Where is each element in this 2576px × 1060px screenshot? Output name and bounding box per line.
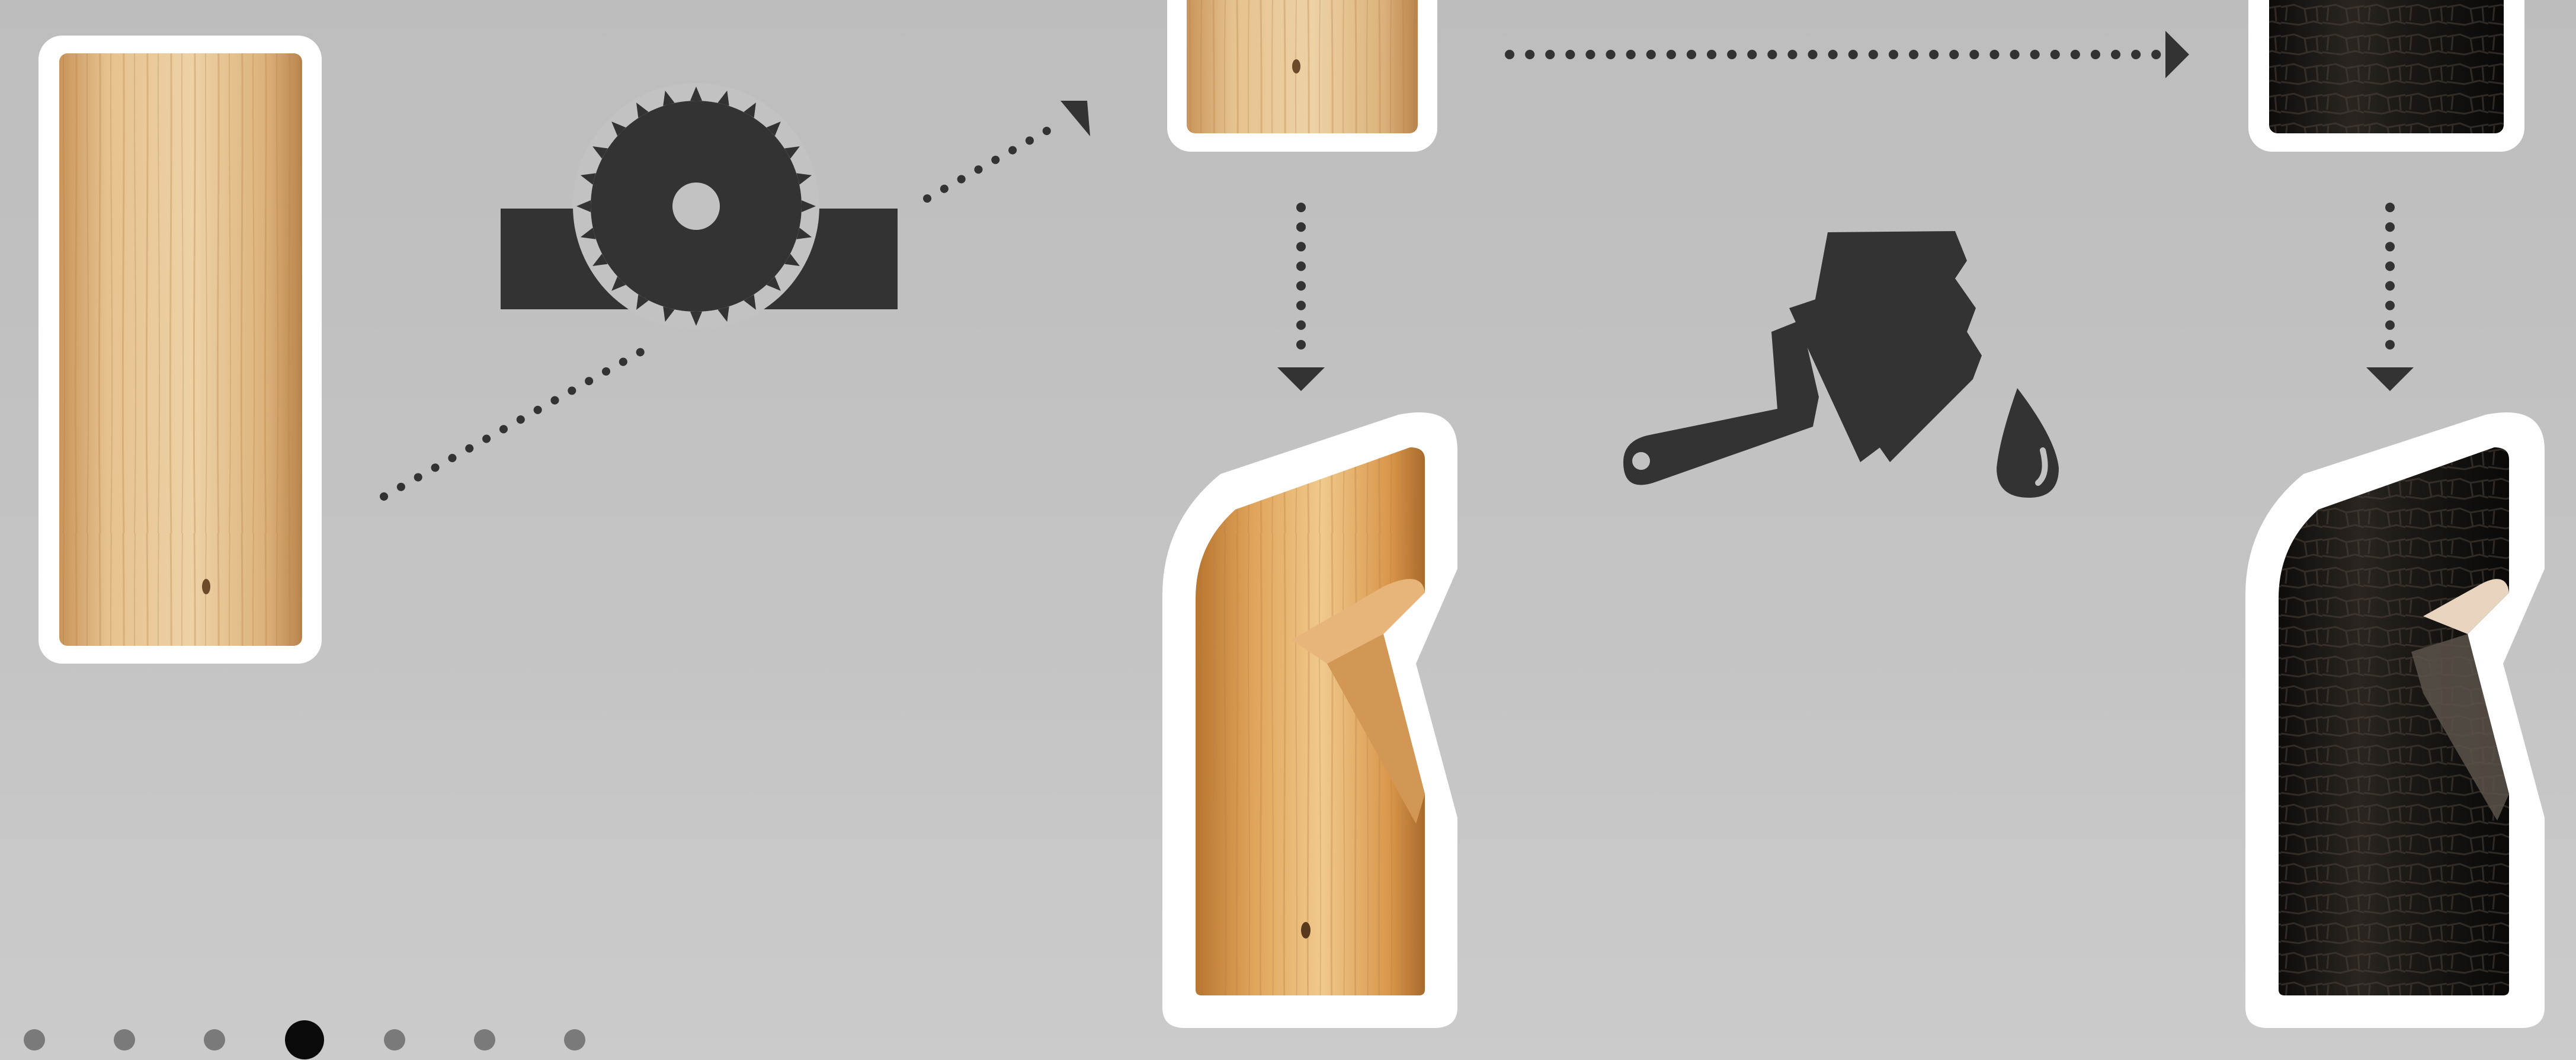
cut-log-top [1167,0,1437,152]
wood-knot [1292,59,1300,73]
carousel-dot-2[interactable] [114,1029,135,1051]
circular-saw-icon [501,83,898,329]
carousel-dot-1[interactable] [24,1029,45,1051]
paint-brush-icon [1623,231,2059,498]
carousel-dot-3[interactable] [204,1029,225,1051]
charred-log-top [2248,0,2524,152]
arrow-down-charred [2366,207,2414,391]
arrow-head [1060,101,1090,136]
carousel-dot-6[interactable] [474,1029,495,1051]
notched-post-charred [2245,412,2545,1028]
carousel-dot-5[interactable] [384,1029,405,1051]
arrow-to-charred-top [1510,31,2189,78]
carousel-pagination [24,1020,654,1059]
wood-knot [1301,922,1311,939]
raw-log [39,36,322,664]
arrow-down-cut [1277,207,1325,391]
notched-post-wood [1162,412,1457,1028]
carousel-dot-4-active[interactable] [285,1020,324,1059]
carousel-dot-7[interactable] [564,1029,585,1051]
wood-knot [202,579,210,594]
